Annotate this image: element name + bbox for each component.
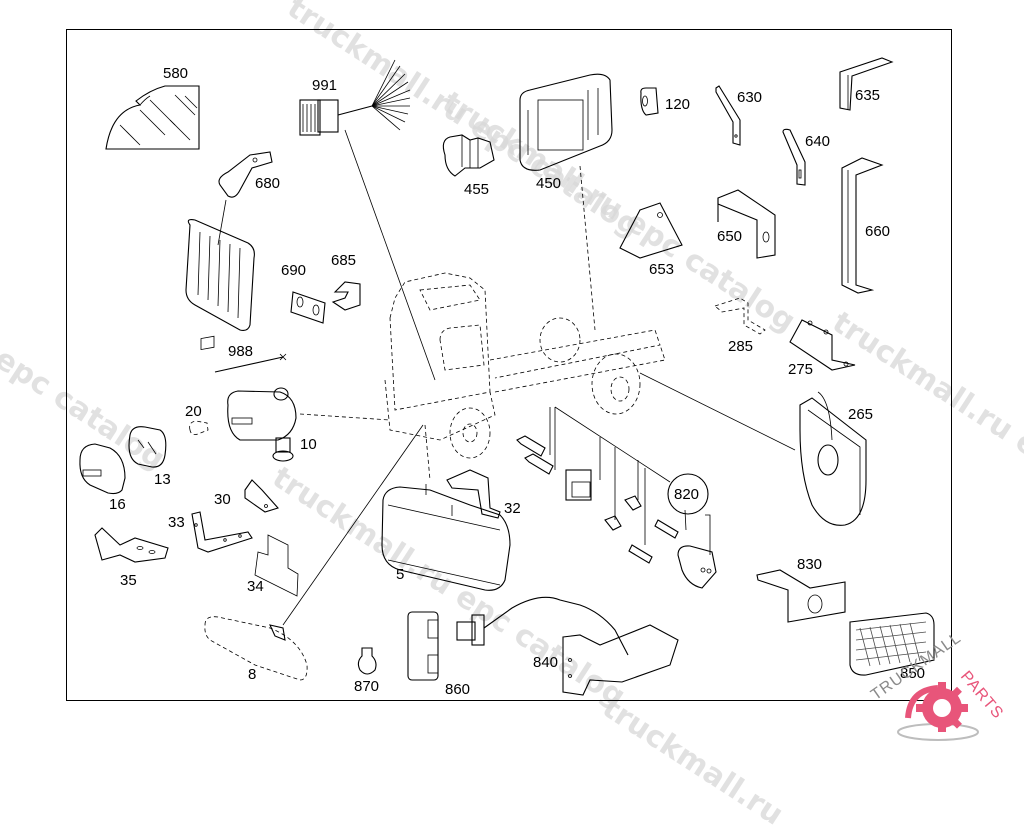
part-635-bracket[interactable] bbox=[839, 57, 894, 111]
part-8-reflector[interactable] bbox=[204, 616, 308, 681]
gear-icon bbox=[897, 682, 979, 741]
part-16-lamp-housing[interactable] bbox=[79, 443, 126, 495]
part-label-275[interactable]: 275 bbox=[788, 361, 814, 378]
part-10-side-lamp[interactable] bbox=[227, 387, 297, 462]
parts-drawing bbox=[79, 57, 935, 696]
part-label-5[interactable]: 5 bbox=[396, 566, 405, 583]
leader-line bbox=[217, 199, 227, 246]
part-653-bracket[interactable] bbox=[619, 202, 683, 259]
part-690-gasket[interactable] bbox=[290, 291, 326, 324]
part-label-10[interactable]: 10 bbox=[300, 436, 317, 453]
truck-outline bbox=[384, 272, 666, 459]
part-label-653[interactable]: 653 bbox=[649, 261, 675, 278]
part-label-265[interactable]: 265 bbox=[848, 406, 874, 423]
leader-line bbox=[299, 413, 391, 421]
part-label-30[interactable]: 30 bbox=[214, 491, 231, 508]
leader-line bbox=[579, 165, 596, 331]
part-450-cover[interactable] bbox=[519, 73, 613, 171]
part-830-bracket[interactable] bbox=[756, 569, 846, 623]
part-label-820[interactable]: 820 bbox=[674, 486, 700, 503]
part-870-bulb[interactable] bbox=[357, 647, 377, 675]
part-988-cable[interactable] bbox=[200, 335, 287, 373]
part-860-lamp[interactable] bbox=[407, 611, 439, 681]
part-33-bracket[interactable] bbox=[191, 511, 253, 553]
part-265-holder[interactable] bbox=[799, 391, 867, 526]
part-660-bracket[interactable] bbox=[841, 157, 884, 294]
leader-line bbox=[282, 424, 424, 626]
part-label-580[interactable]: 580 bbox=[163, 65, 189, 82]
part-label-450[interactable]: 450 bbox=[536, 175, 562, 192]
part-label-630[interactable]: 630 bbox=[737, 89, 763, 106]
part-label-635[interactable]: 635 bbox=[855, 87, 881, 104]
part-label-991[interactable]: 991 bbox=[312, 77, 338, 94]
truckmallparts-logo: TRUCKMALL PARTS bbox=[860, 629, 1024, 750]
part-685-clip[interactable] bbox=[331, 281, 361, 311]
part-991-connector[interactable] bbox=[299, 59, 411, 136]
part-label-640[interactable]: 640 bbox=[805, 133, 831, 150]
part-label-690[interactable]: 690 bbox=[281, 262, 307, 279]
part-label-988[interactable]: 988 bbox=[228, 343, 254, 360]
diagram-frame bbox=[66, 29, 952, 701]
part-label-16[interactable]: 16 bbox=[109, 496, 126, 513]
part-label-35[interactable]: 35 bbox=[120, 572, 137, 589]
callout-circle-820 bbox=[667, 473, 709, 515]
part-34-plate[interactable] bbox=[254, 534, 299, 597]
part-label-13[interactable]: 13 bbox=[154, 471, 171, 488]
part-label-680[interactable]: 680 bbox=[255, 175, 281, 192]
part-820-connector-set[interactable] bbox=[516, 406, 717, 589]
part-650-bracket[interactable] bbox=[717, 189, 776, 259]
part-label-34[interactable]: 34 bbox=[247, 578, 264, 595]
part-label-660[interactable]: 660 bbox=[865, 223, 891, 240]
part-850-reflector[interactable] bbox=[849, 612, 935, 676]
part-5-headlamp[interactable] bbox=[381, 484, 511, 591]
part-grille-lamp[interactable] bbox=[185, 219, 255, 331]
part-640-bracket[interactable] bbox=[782, 128, 806, 186]
part-35-bracket[interactable] bbox=[94, 527, 169, 563]
leader-line bbox=[424, 424, 431, 481]
part-32-holder[interactable] bbox=[446, 469, 501, 519]
part-30-bracket[interactable] bbox=[244, 479, 279, 513]
part-label-685[interactable]: 685 bbox=[331, 252, 357, 269]
part-20-bulb[interactable] bbox=[189, 420, 209, 435]
part-label-650[interactable]: 650 bbox=[717, 228, 743, 245]
part-13-lens[interactable] bbox=[128, 426, 167, 468]
part-275-bracket[interactable] bbox=[789, 319, 856, 371]
leader-line bbox=[344, 129, 436, 381]
part-455-socket[interactable] bbox=[442, 134, 495, 177]
part-label-120[interactable]: 120 bbox=[665, 96, 691, 113]
leader-line bbox=[639, 372, 796, 451]
part-label-860[interactable]: 860 bbox=[445, 681, 471, 698]
part-label-32[interactable]: 32 bbox=[504, 500, 521, 517]
part-label-33[interactable]: 33 bbox=[168, 514, 185, 531]
part-580-film[interactable] bbox=[105, 85, 200, 150]
part-label-870[interactable]: 870 bbox=[354, 678, 380, 695]
part-label-840[interactable]: 840 bbox=[533, 654, 559, 671]
part-label-455[interactable]: 455 bbox=[464, 181, 490, 198]
part-840-side-marker[interactable] bbox=[456, 596, 679, 696]
part-120-clip[interactable] bbox=[640, 87, 659, 116]
part-label-830[interactable]: 830 bbox=[797, 556, 823, 573]
part-285-bracket[interactable] bbox=[714, 297, 766, 335]
part-label-850[interactable]: 850 bbox=[900, 665, 926, 682]
part-label-285[interactable]: 285 bbox=[728, 338, 754, 355]
part-630-bracket[interactable] bbox=[715, 85, 741, 146]
part-label-8[interactable]: 8 bbox=[248, 666, 257, 683]
part-label-20[interactable]: 20 bbox=[185, 403, 202, 420]
part-680-bracket[interactable] bbox=[218, 151, 273, 198]
